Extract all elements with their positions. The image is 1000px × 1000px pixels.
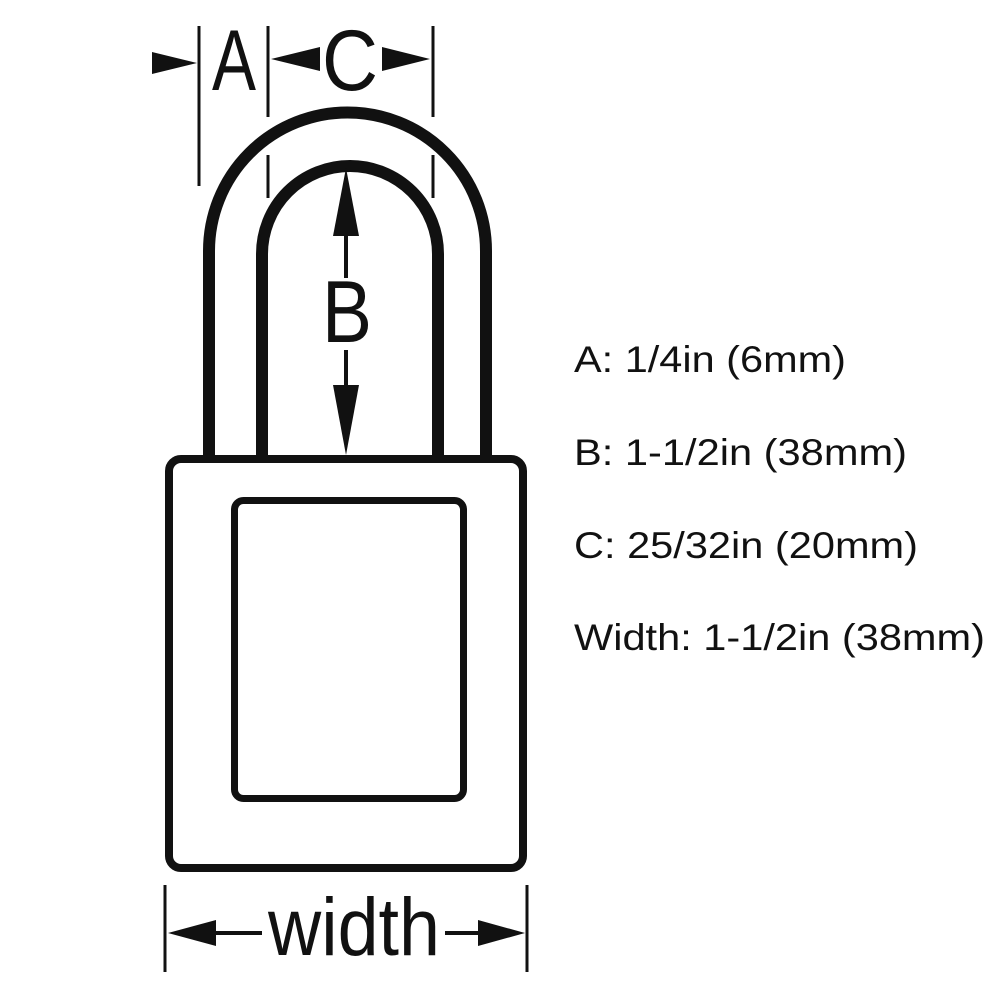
extension-lines	[163, 26, 529, 972]
label-c: C	[322, 13, 378, 109]
shackle-inner	[256, 160, 444, 455]
spec-a: A: 1/4in (6mm)	[574, 339, 846, 380]
arrow-width-left-icon	[168, 920, 216, 946]
arrowheads	[152, 47, 525, 946]
spec-c: C: 25/32in (20mm)	[574, 525, 918, 566]
arrow-b-down-icon	[333, 385, 359, 455]
lock-body	[165, 455, 527, 872]
spec-b: B: 1-1/2in (38mm)	[574, 432, 907, 473]
arrow-c-right-icon	[382, 47, 430, 71]
label-a: A	[212, 13, 256, 109]
label-b: B	[322, 262, 372, 361]
label-area	[231, 497, 467, 802]
label-width: width	[267, 882, 440, 973]
arrow-width-right-icon	[478, 920, 525, 946]
spec-width: Width: 1-1/2in (38mm)	[574, 617, 985, 658]
shackle-outer	[203, 106, 492, 455]
arrow-c-left-icon	[271, 47, 320, 71]
arrow-a-icon	[152, 52, 197, 74]
arrow-b-up-icon	[333, 168, 359, 236]
